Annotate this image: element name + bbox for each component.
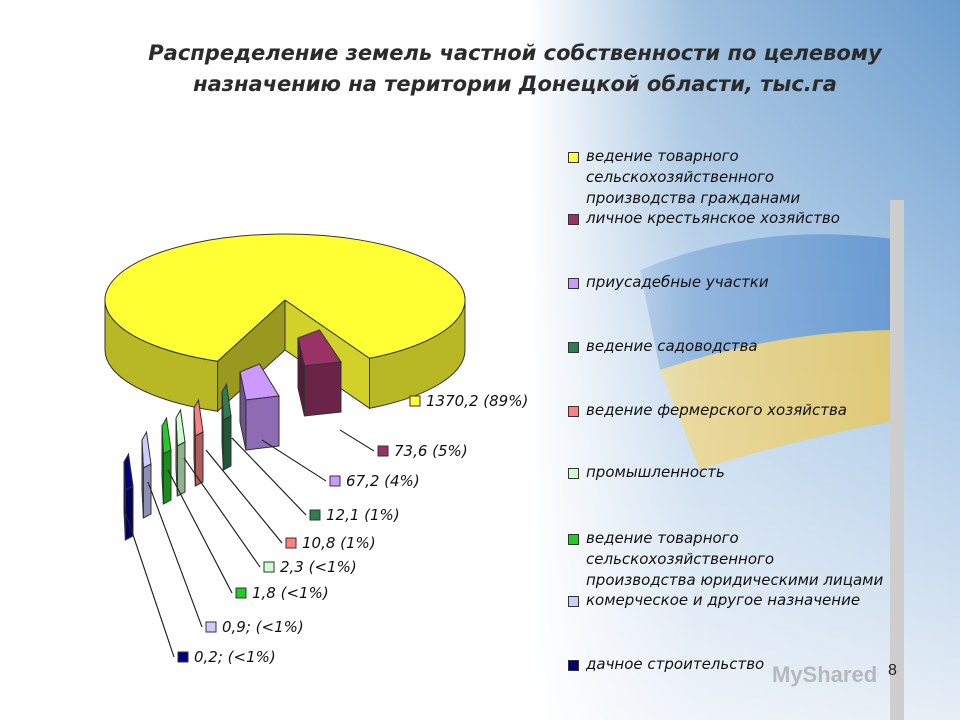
pie-slice-2 — [239, 363, 280, 451]
legend-label-2: приусадебные участки — [586, 273, 769, 291]
legend-label-8: дачное строительство — [586, 655, 765, 673]
title-line-2: назначению на територии Донецкой области… — [193, 72, 837, 96]
legend-swatch-8 — [568, 660, 579, 671]
data-label-6: 1,8 (<1%) — [252, 584, 329, 602]
legend-swatch-5 — [568, 468, 579, 479]
legend-label-7: комерческое и другое назначение — [586, 591, 861, 609]
leader-2 — [261, 439, 327, 482]
legend-label-6: ведение товарного сельскохозяйственного … — [586, 529, 884, 589]
data-label-7: 0,9; (<1%) — [222, 618, 304, 636]
legend-item-5: промышленность — [568, 462, 725, 483]
data-label-0: 1370,2 (89%) — [426, 392, 528, 410]
legend-item-8: дачное строительство — [568, 654, 764, 675]
pie-slice-3 — [221, 382, 232, 471]
data-label-3: 12,1 (1%) — [326, 506, 400, 524]
leader-8 — [123, 507, 175, 658]
pie-slice-6 — [161, 416, 172, 505]
leader-5 — [183, 457, 261, 568]
legend-label-0: ведение товарного сельскохозяйственного … — [586, 147, 801, 207]
legend-item-4: ведение фермерского хозяйства — [568, 400, 847, 421]
data-label-5: 2,3 (<1%) — [280, 558, 357, 576]
legend-swatch-0 — [568, 152, 579, 163]
data-label-swatch-3 — [309, 509, 321, 521]
legend-swatch-2 — [568, 278, 579, 289]
legend-swatch-3 — [568, 342, 579, 353]
legend-label-1: личное крестьянское хозяйство — [586, 209, 840, 227]
pie-slice-5 — [175, 408, 186, 497]
watermark: MyShared — [772, 662, 878, 687]
pie-slice-0 — [104, 233, 466, 413]
pie-slice-1 — [297, 329, 342, 417]
legend-swatch-6 — [568, 534, 579, 545]
legend-label-5: промышленность — [586, 463, 725, 481]
legend-swatch-4 — [568, 406, 579, 417]
title-line-1: Распределение земель частной собственнос… — [148, 41, 882, 65]
pie-slice-4 — [193, 398, 204, 487]
slide-number: 8 — [888, 662, 897, 679]
data-label-swatch-0 — [409, 395, 421, 407]
leader-1 — [339, 429, 375, 452]
data-label-2: 67,2 (4%) — [346, 472, 420, 490]
data-label-1: 73,6 (5%) — [394, 442, 468, 460]
legend-item-1: личное крестьянское хозяйство — [568, 208, 840, 229]
data-label-swatch-4 — [285, 537, 297, 549]
data-label-swatch-2 — [329, 475, 341, 487]
legend-label-4: ведение фермерского хозяйства — [586, 401, 847, 419]
data-label-swatch-1 — [377, 445, 389, 457]
data-label-swatch-8 — [177, 651, 189, 663]
data-label-4: 10,8 (1%) — [302, 534, 376, 552]
legend-item-6: ведение товарного сельскохозяйственного … — [568, 528, 883, 591]
data-label-8: 0,2; (<1%) — [194, 648, 276, 666]
data-label-swatch-7 — [205, 621, 217, 633]
legend-label-3: ведение садоводства — [586, 337, 758, 355]
pie-slice-8 — [123, 452, 134, 541]
legend-swatch-7 — [568, 596, 579, 607]
legend-item-2: приусадебные участки — [568, 272, 769, 293]
data-label-swatch-6 — [235, 587, 247, 599]
legend-swatch-1 — [568, 214, 579, 225]
leader-4 — [205, 449, 283, 544]
leader-6 — [167, 469, 233, 594]
data-label-swatch-5 — [263, 561, 275, 573]
chart-title: Распределение земель частной собственнос… — [120, 38, 910, 100]
legend-item-0: ведение товарного сельскохозяйственного … — [568, 146, 800, 209]
leader-7 — [147, 481, 203, 628]
pie-slice-7 — [141, 430, 152, 519]
legend-item-3: ведение садоводства — [568, 336, 758, 357]
legend-item-7: комерческое и другое назначение — [568, 590, 860, 611]
leader-3 — [231, 437, 307, 516]
